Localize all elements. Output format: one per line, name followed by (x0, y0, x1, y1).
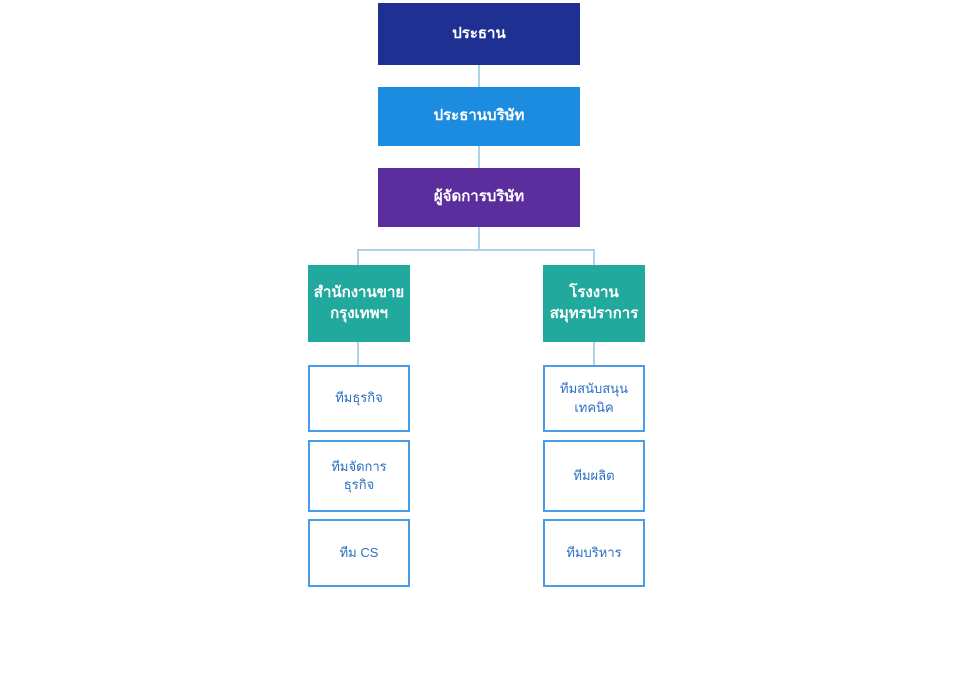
connector-manager-stem (478, 227, 480, 250)
node-administration-team[interactable]: ทีมบริหาร (543, 519, 645, 587)
connector-chairman-president (478, 65, 480, 87)
connector-right-branch-leaf (593, 342, 595, 365)
node-bangkok-sales-office[interactable]: สำนักงานขาย กรุงเทพฯ (308, 265, 410, 342)
connector-president-manager (478, 146, 480, 168)
node-company-president[interactable]: ประธานบริษัท (378, 87, 580, 146)
node-samut-prakan-factory[interactable]: โรงงาน สมุทรปราการ (543, 265, 645, 342)
node-production-team[interactable]: ทีมผลิต (543, 440, 645, 512)
connector-left-branch-leaf (357, 342, 359, 365)
node-business-management-team[interactable]: ทีมจัดการ ธุรกิจ (308, 440, 410, 512)
node-chairman[interactable]: ประธาน (378, 3, 580, 65)
node-cs-team[interactable]: ทีม CS (308, 519, 410, 587)
connector-left-branch-drop (357, 249, 359, 265)
node-technical-support-team[interactable]: ทีมสนับสนุน เทคนิค (543, 365, 645, 432)
connector-right-branch-drop (593, 249, 595, 265)
node-company-manager[interactable]: ผู้จัดการบริษัท (378, 168, 580, 227)
node-business-team[interactable]: ทีมธุรกิจ (308, 365, 410, 432)
connector-branch-crossbar (357, 249, 595, 251)
